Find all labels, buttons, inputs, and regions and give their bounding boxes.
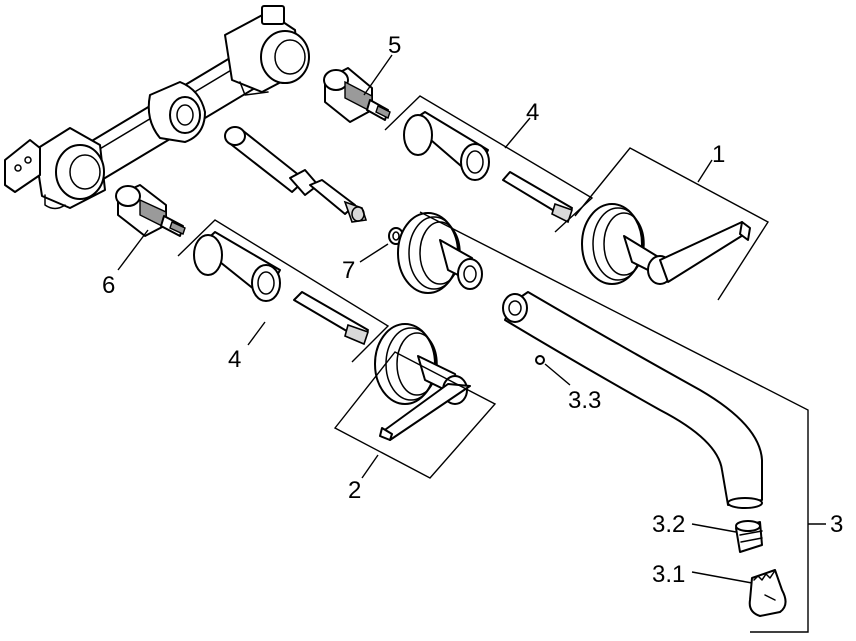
spout-extension-spindle <box>224 126 368 223</box>
callout-6: 6 <box>102 272 115 299</box>
aerator-key-3-1 <box>748 569 787 617</box>
callout-5: 5 <box>388 32 401 59</box>
callout-3-2: 3.2 <box>652 511 685 538</box>
handle-2 <box>374 323 471 441</box>
group-bracket-3 <box>419 211 809 633</box>
cartridge-5 <box>323 67 391 123</box>
group-bracket-2 <box>333 351 497 479</box>
group-bracket-1 <box>574 147 769 301</box>
rough-in-valve-body <box>4 5 310 210</box>
aerator-3-2 <box>735 520 763 553</box>
set-screw-3-3 <box>535 355 545 365</box>
spout-3 <box>502 291 763 509</box>
callout-1: 1 <box>712 141 725 168</box>
callout-2: 2 <box>348 477 361 504</box>
group-bracket-4-lower <box>177 219 390 363</box>
extension-set-4-lower <box>193 231 370 346</box>
callout-4-upper: 4 <box>526 99 539 126</box>
spout-escutcheon <box>397 212 483 294</box>
callout-3-1: 3.1 <box>652 561 685 588</box>
callout-3: 3 <box>830 511 843 538</box>
leader-lines <box>117 54 826 584</box>
callout-7: 7 <box>342 257 355 284</box>
extension-set-4-upper <box>403 111 574 224</box>
callout-3-3: 3.3 <box>568 387 601 414</box>
callout-4-lower: 4 <box>228 346 241 373</box>
callout-labels: 5 4 1 7 6 4 3.3 2 3 3.2 3.1 <box>102 32 843 588</box>
handle-1 <box>581 203 751 285</box>
cartridge-6 <box>115 184 186 237</box>
